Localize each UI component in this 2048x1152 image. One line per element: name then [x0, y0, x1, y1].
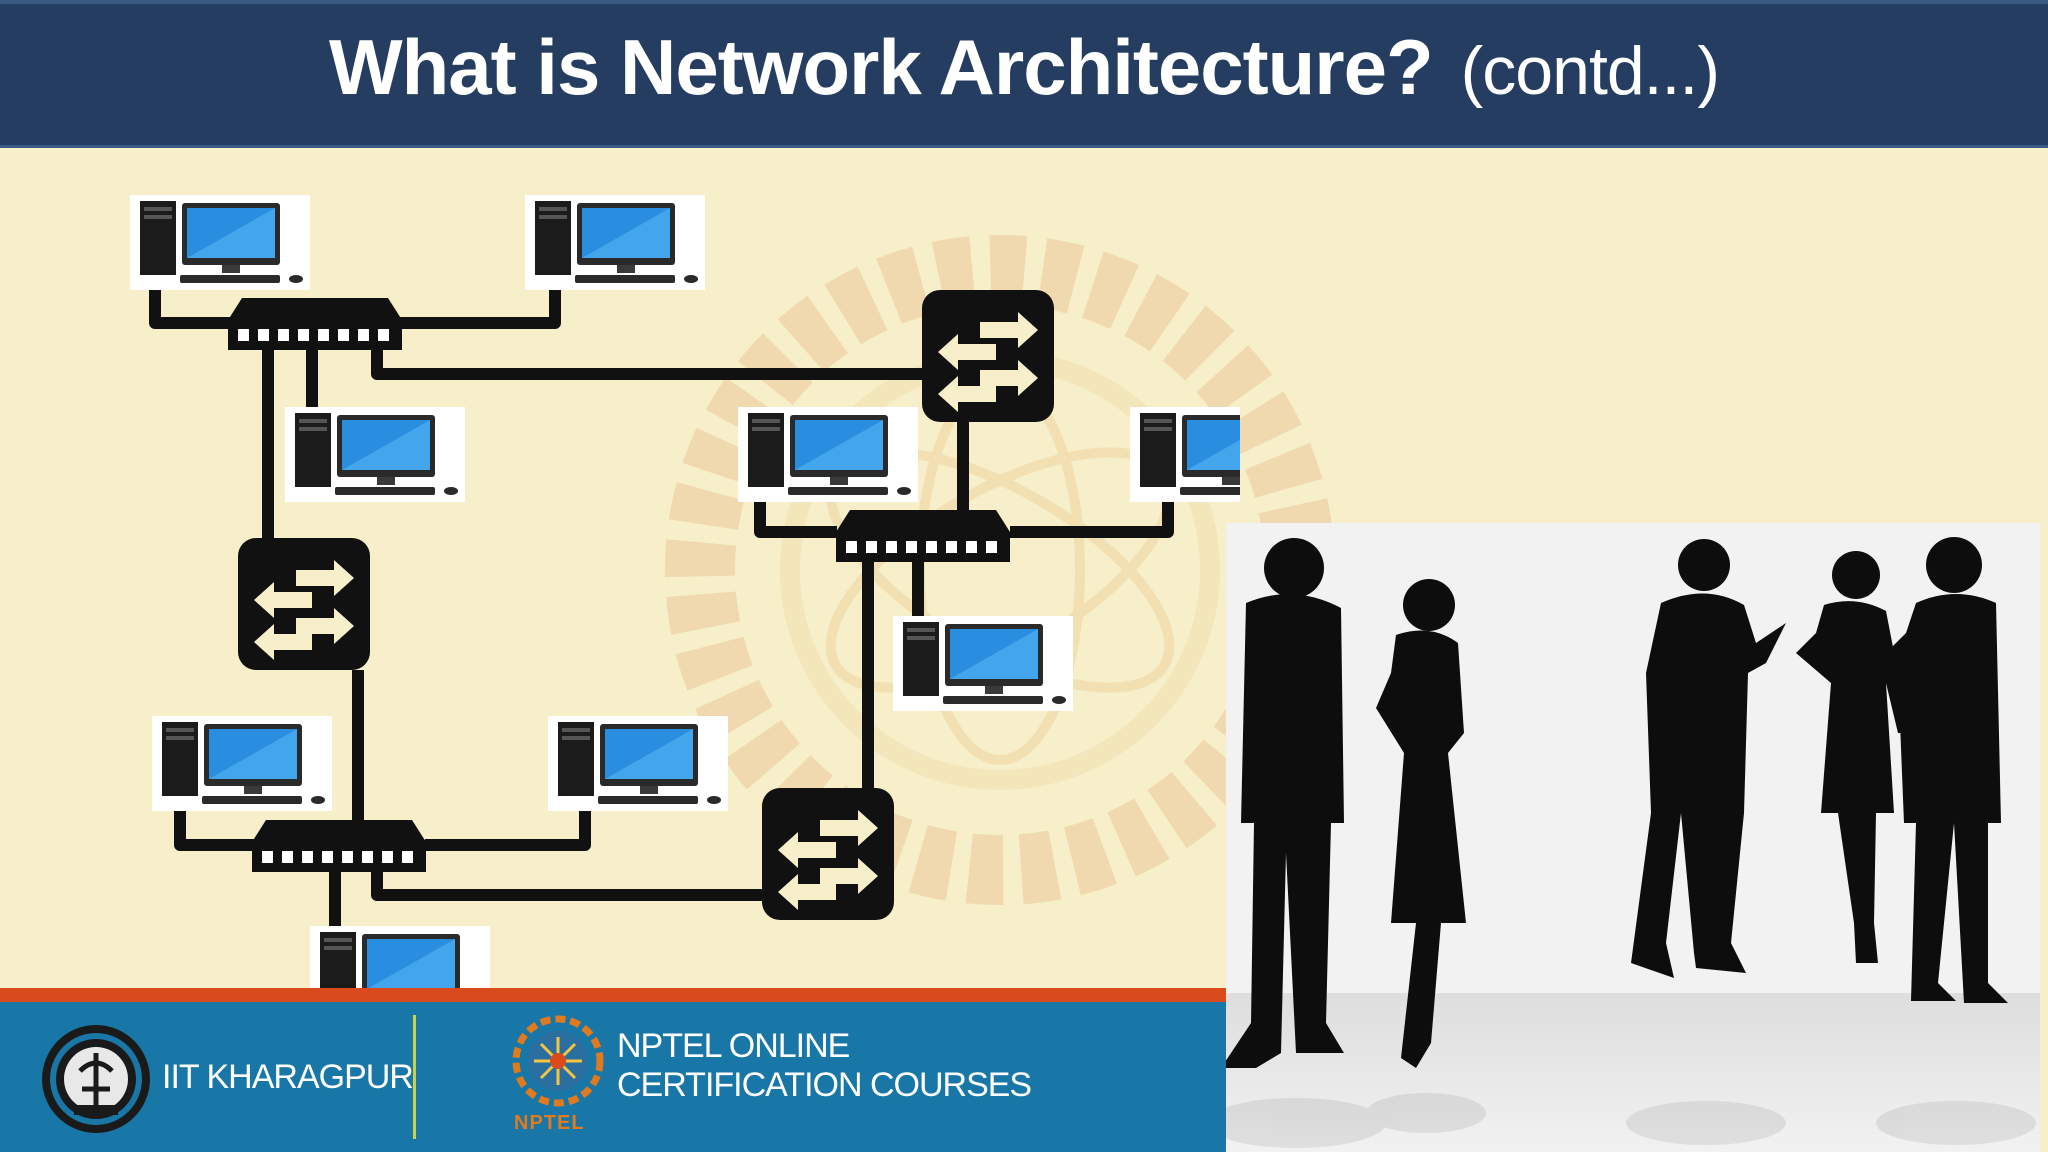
people-silhouettes-icon — [1226, 523, 2040, 1152]
footer-bar — [0, 988, 1226, 1152]
router-switch-icon — [762, 788, 894, 920]
institute-name: IIT KHARAGPUR — [162, 1058, 414, 1096]
footer-stripe — [0, 988, 1226, 1002]
footer-divider — [413, 1015, 416, 1139]
network-hub-icon — [228, 298, 402, 350]
nptel-logo-text: NPTEL — [514, 1112, 585, 1134]
desktop-computer-icon — [152, 716, 332, 811]
course-title-line2: CERTIFICATION COURSES — [617, 1066, 1032, 1104]
nptel-logo-icon — [512, 1015, 604, 1107]
network-diagram — [130, 195, 1240, 1021]
router-switch-icon — [238, 538, 370, 670]
network-hub-icon — [252, 820, 426, 872]
course-title-line1: NPTEL ONLINE — [617, 1027, 850, 1065]
desktop-computer-icon — [130, 195, 310, 290]
network-hub-icon — [836, 510, 1010, 562]
desktop-computer-icon — [548, 716, 728, 811]
desktop-computer-icon — [893, 616, 1073, 711]
router-switch-icon — [922, 290, 1054, 422]
desktop-computer-icon — [525, 195, 705, 290]
slide-title-suffix: (contd...) — [1460, 33, 1720, 109]
desktop-computer-icon — [1130, 407, 1240, 502]
desktop-computer-icon — [738, 407, 918, 502]
title-bar — [0, 0, 2048, 148]
slide-title-main: What is Network Architecture? — [329, 23, 1434, 111]
desktop-computer-icon — [285, 407, 465, 502]
slide-title: What is Network Architecture? (contd...) — [0, 22, 2048, 113]
iit-kharagpur-logo-icon — [42, 1025, 150, 1133]
